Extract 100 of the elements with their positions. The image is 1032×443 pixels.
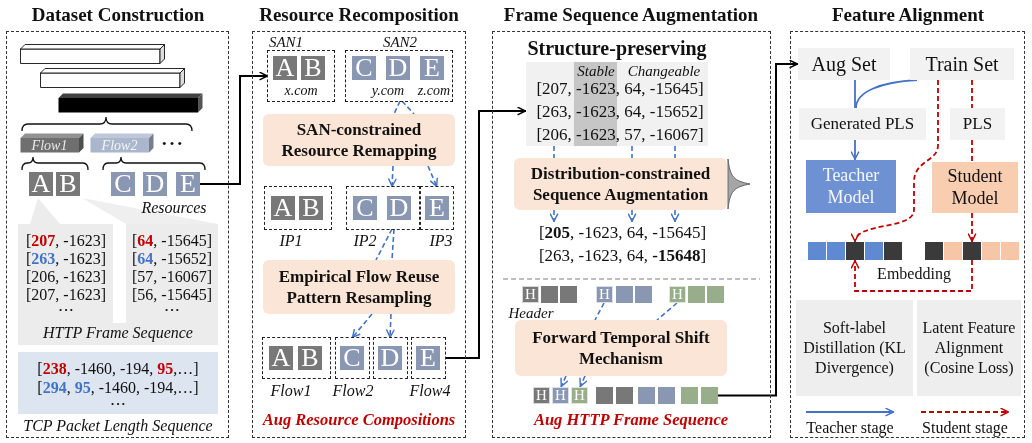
frame-tile bbox=[701, 387, 718, 404]
group-label: Flow4 bbox=[409, 383, 451, 400]
arrow bbox=[670, 209, 680, 223]
panel-caption: Aug HTTP Frame Sequence bbox=[533, 411, 729, 429]
panel-heading: Resource Recomposition bbox=[259, 5, 459, 25]
domain-label: y.com bbox=[371, 84, 405, 99]
connector-line bbox=[854, 79, 856, 109]
arrow bbox=[427, 165, 438, 188]
frame-tile bbox=[688, 286, 705, 303]
arrow bbox=[560, 375, 569, 388]
arrow bbox=[579, 375, 588, 388]
section-heading: Structure-preserving bbox=[527, 38, 707, 59]
sequence-box bbox=[18, 352, 218, 414]
arrow bbox=[444, 106, 527, 359]
sequence-caption: HTTP Frame Sequence bbox=[43, 325, 193, 342]
legend-label: Student stage bbox=[922, 420, 1008, 437]
frame-tile bbox=[638, 387, 655, 404]
slab-block bbox=[58, 93, 203, 113]
panel-caption: Aug Resource Compositions bbox=[262, 411, 456, 429]
group-label: Flow1 bbox=[270, 383, 312, 400]
annotation-label: Header bbox=[508, 306, 554, 322]
frame-tile bbox=[658, 387, 675, 404]
group-label: SAN2 bbox=[382, 35, 418, 51]
resource-tile: A bbox=[273, 56, 297, 80]
arrow bbox=[388, 165, 397, 188]
model-box: Teacher Model bbox=[806, 160, 896, 213]
frame-tile: H bbox=[571, 387, 588, 404]
connector-line bbox=[656, 302, 678, 321]
frame-tile: H bbox=[533, 387, 550, 404]
group-label: IP2 bbox=[353, 233, 377, 250]
frame-tile bbox=[635, 286, 652, 303]
panel-heading: Dataset Construction bbox=[31, 5, 205, 25]
frame-tile bbox=[560, 286, 577, 303]
data-box: PLS bbox=[950, 108, 1005, 140]
connector-line bbox=[553, 145, 555, 159]
panel-heading: Feature Alignment bbox=[831, 5, 985, 25]
frame-tile bbox=[616, 387, 633, 404]
sequence-row: [206, -1623] bbox=[26, 269, 106, 286]
process-box: Empirical Flow Reuse Pattern Resampling bbox=[263, 260, 455, 314]
connector-line bbox=[401, 100, 415, 115]
sequence-row: [207, -1623] bbox=[26, 233, 106, 250]
loss-box: Soft-label Distillation (KL Divergence) bbox=[796, 300, 913, 396]
annotation-label: Embedding bbox=[877, 266, 951, 283]
arrow bbox=[199, 71, 269, 185]
resource-tile: D bbox=[387, 196, 411, 220]
frame-tile: H bbox=[596, 286, 613, 303]
embedding-square bbox=[963, 242, 981, 260]
ellipsis-text: • • • bbox=[161, 137, 183, 151]
legend-label: Teacher stage bbox=[806, 420, 894, 437]
ellipsis-text: • • • bbox=[111, 400, 125, 410]
data-box: Aug Set bbox=[798, 48, 890, 80]
sequence-row: [238, -1460, -194, 95,…] bbox=[37, 361, 199, 378]
connector-line bbox=[391, 228, 395, 261]
sequence-row: [56, -15645] bbox=[132, 287, 212, 304]
arrow bbox=[386, 313, 395, 339]
resource-tile: A bbox=[271, 196, 295, 220]
data-box: Train Set bbox=[910, 48, 1014, 80]
connector-line bbox=[971, 139, 973, 163]
embedding-square bbox=[944, 242, 962, 260]
group-label: IP1 bbox=[279, 233, 303, 250]
resource-tile: C bbox=[111, 172, 135, 196]
resource-tile: E bbox=[420, 56, 444, 80]
arrow bbox=[627, 209, 637, 223]
resource-tile: E bbox=[416, 346, 440, 370]
sequence-table bbox=[526, 62, 708, 146]
resource-tile: D bbox=[386, 56, 410, 80]
resource-tile: E bbox=[425, 196, 449, 220]
resource-tile: B bbox=[298, 346, 322, 370]
embedding-square bbox=[846, 242, 864, 260]
slab-block bbox=[40, 68, 185, 88]
arrow bbox=[850, 139, 860, 161]
sequence-text: [205, -1623, 64, -15645] [263, -1623, 64, -15648] bbox=[530, 222, 715, 268]
sequence-row: [294, 95, -1460, -194,…] bbox=[37, 380, 199, 397]
frame-tile bbox=[681, 387, 698, 404]
embedding-square bbox=[982, 242, 1000, 260]
sequence-row: [207, -1623] bbox=[26, 287, 106, 304]
connector-line bbox=[971, 79, 973, 109]
connector-line bbox=[393, 100, 401, 115]
resource-tile: B bbox=[301, 56, 325, 80]
arrow bbox=[717, 59, 799, 397]
arrow bbox=[852, 79, 939, 243]
frame-tile: H bbox=[669, 286, 686, 303]
column-header: Changeable bbox=[627, 64, 701, 80]
frame-tile bbox=[707, 286, 724, 303]
connector-line bbox=[674, 145, 676, 159]
embedding-square bbox=[865, 242, 883, 260]
ellipsis-text: • • • bbox=[165, 306, 179, 316]
resource-tile: B bbox=[299, 196, 323, 220]
arrow bbox=[967, 212, 977, 243]
frame-tile: H bbox=[522, 286, 539, 303]
slab-block bbox=[20, 44, 165, 64]
sequence-row: [64, -15645] bbox=[132, 233, 212, 250]
group-label: IP3 bbox=[429, 233, 453, 250]
loss-box: Latent Feature Alignment (Cosine Loss) bbox=[917, 300, 1021, 396]
embedding-square bbox=[884, 242, 902, 260]
resource-tile: C bbox=[352, 56, 376, 80]
resource-tile: E bbox=[176, 172, 200, 196]
sequence-row: [64, -15652] bbox=[132, 251, 212, 268]
frame-tile bbox=[596, 387, 613, 404]
column-header: Stable bbox=[577, 64, 615, 80]
